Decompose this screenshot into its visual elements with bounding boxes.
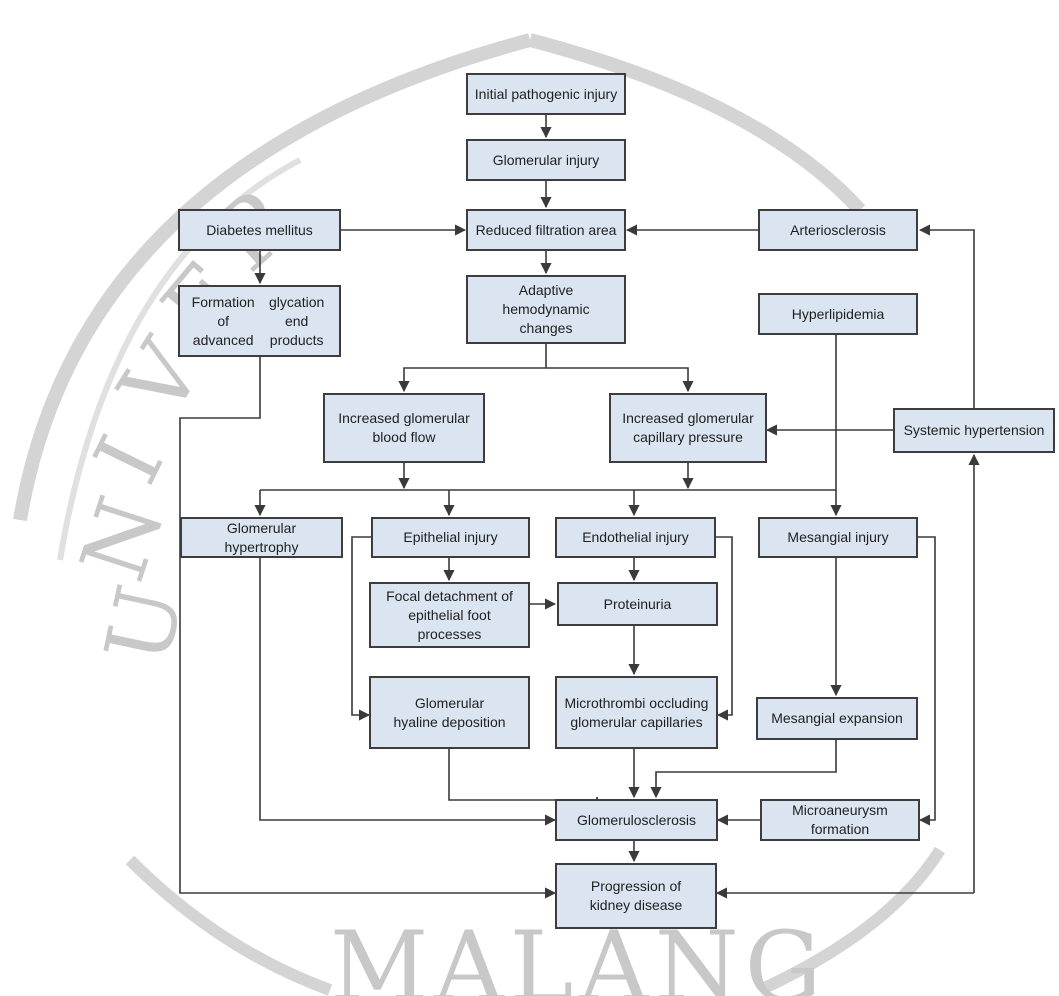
- node-increased-glomerular-capillary-pressure: Increased glomerular capillary pressure: [609, 393, 767, 463]
- node-arteriosclerosis: Arteriosclerosis: [758, 209, 918, 251]
- node-label: kidney disease: [589, 897, 683, 913]
- edge-age-to-progression: [179, 357, 557, 899]
- node-initial-pathogenic-injury: Initial pathogenic injury: [466, 73, 626, 115]
- node-epithelial-injury: Epithelial injury: [371, 517, 530, 558]
- node-adaptive-hemodynamic-changes: Adaptive hemodynamic changes: [466, 275, 626, 344]
- node-label: Endothelial injury: [582, 529, 689, 545]
- node-proteinuria: Proteinuria: [557, 582, 718, 626]
- node-mesangial-expansion: Mesangial expansion: [756, 697, 918, 740]
- edge-expansion-to-glomerulosclerosis: [650, 740, 837, 799]
- node-microthrombi: Microthrombi occluding glomerular capill…: [555, 676, 718, 749]
- node-label: Glomerular injury: [492, 151, 600, 168]
- node-endothelial-injury: Endothelial injury: [555, 517, 716, 558]
- node-glomerular-injury: Glomerular injury: [466, 139, 626, 181]
- node-systemic-hypertension: Systemic hypertension: [893, 408, 1055, 453]
- node-label: Increased glomerular: [622, 410, 754, 426]
- node-glomerulosclerosis: Glomerulosclerosis: [555, 799, 718, 841]
- node-glomerular-hypertrophy: Glomerular hypertrophy: [180, 517, 343, 558]
- node-progression-of-kidney-disease: Progression of kidney disease: [555, 863, 717, 929]
- edge-hyaline-to-glomerulosclerosis: [448, 749, 598, 801]
- node-microaneurysm-formation: Microaneurysm formation: [760, 799, 920, 841]
- node-hyperlipidemia: Hyperlipidemia: [758, 293, 918, 335]
- node-label: Systemic hypertension: [903, 422, 1045, 438]
- node-focal-detachment: Focal detachment of epithelial foot proc…: [369, 582, 530, 648]
- node-label: Hyperlipidemia: [791, 305, 885, 322]
- node-label: Epithelial injury: [403, 529, 498, 545]
- node-glomerular-hyaline-deposition: Glomerular hyaline deposition: [369, 676, 530, 749]
- node-label: Progression of: [590, 878, 682, 894]
- node-label: Arteriosclerosis: [790, 221, 886, 238]
- node-advanced-glycation-end-products: Formation of advanced glycation end prod…: [178, 285, 341, 357]
- node-label: hyaline deposition: [393, 713, 506, 730]
- node-label: Glomerular: [414, 694, 485, 711]
- node-label: capillary pressure: [633, 429, 743, 445]
- node-reduced-filtration-area: Reduced filtration area: [466, 209, 626, 251]
- node-label: blood flow: [372, 429, 436, 445]
- edge-adaptive-split-stem: [398, 344, 547, 393]
- node-mesangial-injury: Mesangial injury: [758, 517, 918, 558]
- edge-endothelial-to-microthrombi: [716, 536, 733, 721]
- node-label: glomerular capillaries: [570, 713, 703, 730]
- edge-hypertension-to-arteriosclerosis: [918, 224, 975, 408]
- node-diabetes-mellitus: Diabetes mellitus: [178, 209, 341, 251]
- node-label: Formation of advanced: [191, 293, 255, 348]
- node-label: Glomerular hypertrophy: [224, 519, 299, 555]
- node-label: Glomerulosclerosis: [576, 811, 697, 828]
- node-label: Adaptive hemodynamic: [502, 282, 590, 317]
- node-label: Microaneurysm formation: [792, 802, 888, 837]
- edge-adaptive-to-pressure: [546, 367, 694, 393]
- node-label: Microthrombi occluding: [564, 694, 709, 711]
- edge-epithelial-to-hyaline: [351, 536, 371, 721]
- node-label: changes: [519, 320, 573, 336]
- node-label: Mesangial expansion: [771, 710, 903, 726]
- node-label: Diabetes mellitus: [206, 221, 313, 238]
- edge-mesangial-to-microaneurysm: [918, 536, 936, 826]
- node-label: Focal detachment of: [386, 587, 513, 604]
- node-increased-glomerular-blood-flow: Increased glomerular blood flow: [323, 393, 485, 463]
- node-label: Proteinuria: [603, 595, 672, 612]
- node-label: Reduced filtration area: [475, 221, 617, 238]
- node-label: glycation end products: [269, 293, 325, 348]
- node-label: Initial pathogenic injury: [474, 85, 618, 102]
- edge-hypertrophy-to-glomerulosclerosis: [259, 558, 557, 826]
- node-label: Increased glomerular: [338, 410, 470, 426]
- node-label: Mesangial injury: [787, 529, 889, 545]
- node-label: epithelial foot processes: [408, 606, 491, 642]
